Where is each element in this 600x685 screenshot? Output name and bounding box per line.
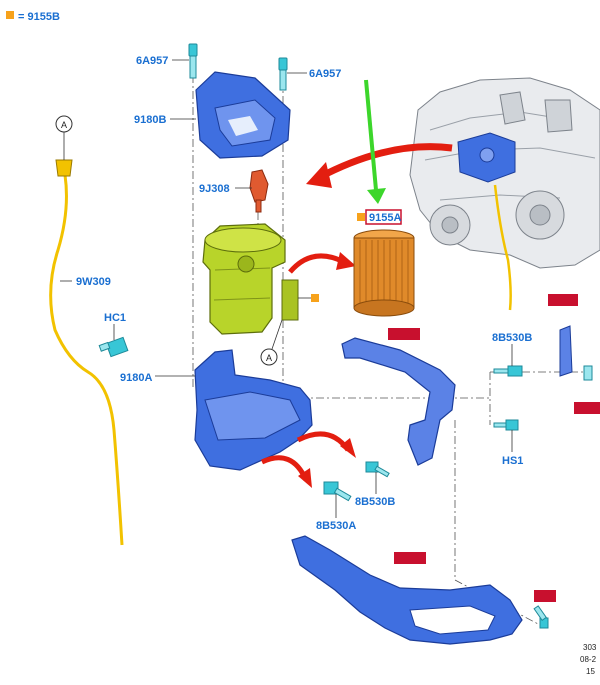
bolt-6a957-left-icon bbox=[188, 43, 198, 79]
corner-ref-3: 15 bbox=[586, 667, 595, 676]
bracket-9180a bbox=[194, 349, 313, 471]
green-arrow-icon bbox=[364, 79, 378, 191]
part-tag-3 bbox=[534, 590, 556, 602]
red-arrowhead-icon bbox=[306, 162, 332, 188]
part-tag-5 bbox=[574, 402, 600, 414]
label-9180a: 9180A bbox=[120, 372, 152, 384]
svg-text:A: A bbox=[61, 120, 67, 130]
label-9j308: 9J308 bbox=[199, 183, 230, 195]
bolt-8b530b-right-icon bbox=[493, 365, 523, 377]
label-hs1: HS1 bbox=[502, 455, 523, 467]
label-8b530a: 8B530A bbox=[316, 520, 356, 532]
bracket-lower bbox=[291, 535, 523, 645]
label-6a957-right: 6A957 bbox=[309, 68, 341, 80]
leader-lines bbox=[60, 59, 513, 518]
part-tag-2 bbox=[394, 552, 426, 564]
fuel-line-connector bbox=[55, 159, 73, 177]
red-arrow-lower-1-icon bbox=[296, 431, 351, 452]
corner-ref-1: 303 bbox=[583, 643, 597, 652]
bolt-6a957-right-icon bbox=[278, 57, 288, 91]
sensor-9j308 bbox=[249, 169, 269, 213]
callout-circle-a-mid-icon: A bbox=[260, 319, 283, 366]
label-8b530b-right: 8B530B bbox=[492, 332, 532, 344]
part-tag-1 bbox=[388, 328, 420, 340]
label-9155a-marker bbox=[357, 213, 365, 221]
label-hc1: HC1 bbox=[104, 312, 126, 324]
clip-right-icon bbox=[559, 325, 593, 381]
label-6a957-left: 6A957 bbox=[136, 55, 168, 67]
filter-element-9155a bbox=[353, 229, 415, 317]
legend-swatch bbox=[6, 11, 14, 19]
engine-illustration bbox=[409, 77, 600, 311]
legend-marker-9155b bbox=[311, 294, 319, 302]
fuel-filter-housing bbox=[202, 223, 299, 335]
bolt-lower-right-icon bbox=[533, 605, 549, 629]
bracket-upper-right bbox=[341, 337, 456, 466]
svg-text:A: A bbox=[266, 353, 272, 363]
label-9w309: 9W309 bbox=[76, 276, 111, 288]
bolt-8b530b-lower-icon bbox=[365, 461, 390, 478]
corner-ref-2: 08-2 bbox=[580, 655, 597, 664]
fuel-line-9w309 bbox=[49, 174, 124, 546]
part-tag-4 bbox=[548, 294, 578, 306]
legend-text: = 9155B bbox=[18, 11, 60, 23]
green-arrowhead-icon bbox=[367, 188, 386, 204]
label-9155a-box bbox=[365, 209, 402, 225]
label-8b530b-lower: 8B530B bbox=[355, 496, 395, 508]
red-arrow-filter-icon bbox=[288, 253, 346, 274]
callout-circle-a-top-icon: A bbox=[55, 115, 73, 160]
bolt-8b530a-icon bbox=[323, 481, 352, 502]
label-9180b: 9180B bbox=[134, 114, 166, 126]
bolt-hs1-icon bbox=[493, 419, 519, 431]
red-arrow-engine-icon bbox=[316, 143, 453, 182]
label-9155a: 9155A bbox=[369, 212, 401, 224]
cover-9180b bbox=[195, 71, 291, 159]
connector-hc1-icon bbox=[98, 336, 129, 358]
